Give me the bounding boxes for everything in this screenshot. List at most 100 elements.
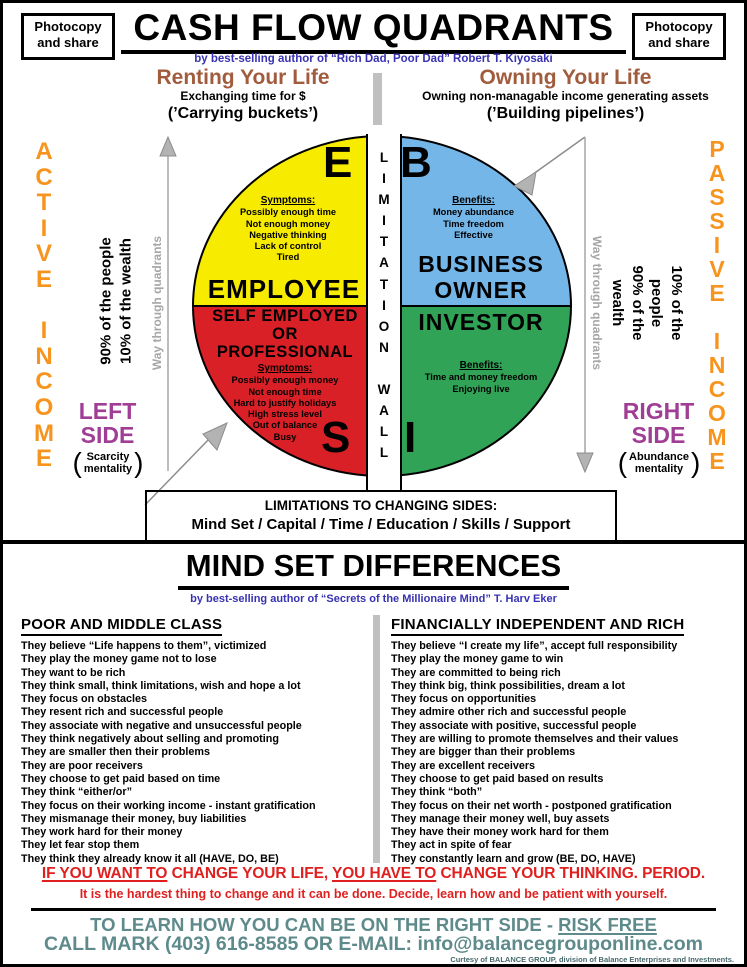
limitation-wall-label: L I M I T A T I O N W A L L [377, 150, 391, 461]
poor-middle-class-list: They believe “Life happens to them”, vic… [21, 640, 377, 866]
up-right-arrow-icon [202, 422, 228, 451]
mindset-subtitle: by best-selling author of “Secrets of th… [190, 593, 557, 605]
mentality-line2: mentality [634, 463, 684, 475]
list-item: They think small, think limitations, wis… [21, 679, 301, 692]
financially-independent-heading: FINANCIALLY INDEPENDENT AND RICH [391, 616, 685, 636]
list-item: Tired [276, 252, 300, 263]
list-title: Benefits: [459, 360, 503, 371]
open-paren: ( [617, 447, 628, 478]
passive-income-label: P A S S I V E I N C O M E [707, 136, 727, 474]
right-way-through-label: Way through quadrants [590, 235, 604, 371]
list-item: They are bigger than their problems [391, 746, 576, 759]
renting-tag: (’Carrying buckets’) [167, 105, 319, 122]
mindset-title: MIND SET DIFFERENCES [177, 548, 570, 590]
footer-contact-line: CALL MARK (403) 616-8585 OR E-MAIL: info… [44, 933, 703, 955]
risk-free-text: RISK FREE [558, 914, 657, 935]
mentality-line2: mentality [83, 463, 133, 475]
page-title: CASH FLOW QUADRANTS [121, 7, 626, 54]
list-item: They act in spite of fear [391, 839, 512, 852]
list-item: They think big, think possibilities, dre… [391, 679, 625, 692]
right-exit-line [528, 136, 586, 178]
photocopy-line1: Photocopy [34, 19, 102, 34]
statement-text-2: CHANGE YOUR THINKING. PERIOD. [436, 865, 706, 882]
owning-sub: Owning non-managable income generating a… [422, 89, 709, 103]
list-item: They are willing to promote themselves a… [391, 733, 679, 746]
footer-divider [31, 908, 716, 911]
list-item: They think “both” [391, 786, 483, 799]
list-item: They let fear stop them [21, 839, 140, 852]
photocopy-line1: Photocopy [645, 19, 713, 34]
self-employed-label: SELF EMPLOYED OR PROFESSIONAL [212, 307, 358, 361]
employee-letter: E [323, 138, 353, 187]
list-item: They choose to get paid based on time [21, 772, 221, 785]
list-item: They resent rich and successful people [21, 706, 224, 719]
page-subtitle: by best-selling author of “Rich Dad, Poo… [194, 53, 553, 65]
list-item: Money abundance [432, 207, 515, 218]
down-left-arrow-icon [512, 170, 537, 196]
list-item: They believe “Life happens to them”, vic… [21, 640, 267, 652]
mindset-title-row: MIND SET DIFFERENCES [3, 548, 744, 590]
left-entry-line [144, 436, 212, 506]
list-item: Busy [273, 431, 297, 442]
list-item: They manage their money well, buy assets [391, 812, 610, 825]
list-item: Possibly enough time [239, 207, 337, 218]
list-item: Not enough time [248, 386, 322, 397]
list-title: Symptoms: [257, 363, 313, 374]
left-way-through-label: Way through quadrants [150, 235, 164, 371]
statement-text-1: CHANGE YOUR LIFE, [167, 865, 332, 882]
abundance-mentality: ( Abundance mentality ) [595, 449, 723, 477]
list-item: Hard to justify holidays [233, 397, 337, 408]
list-item: Not enough money [245, 218, 331, 229]
list-item: They constantly learn and grow (BE, DO, … [391, 852, 636, 865]
list-item: They admire other rich and successful pe… [391, 706, 627, 719]
list-item: They focus on their net worth - postpone… [391, 799, 672, 812]
list-item: They focus on their working income - ins… [21, 799, 316, 812]
list-item: They are excellent receivers [391, 759, 536, 772]
mentality-line1: Scarcity [86, 451, 130, 463]
photocopy-line2: and share [37, 35, 99, 50]
financially-independent-list: They believe “I create my life”, accept … [391, 640, 744, 866]
limitation-wall-strip [366, 132, 402, 490]
mentality-text: Abundance mentality [627, 451, 691, 475]
investor-label: INVESTOR [418, 309, 544, 335]
investor-quadrant-shape [381, 305, 573, 478]
statement-underlined-1: IF YOU WANT TO [41, 865, 168, 882]
list-item: They mismanage their money, buy liabilit… [21, 812, 247, 825]
list-item: They think “either/or” [21, 786, 132, 799]
list-item: They think negatively about selling and … [21, 733, 279, 746]
list-item: Possibly enough money [231, 375, 339, 386]
heading-text: FINANCIALLY INDEPENDENT AND RICH [391, 616, 685, 636]
limitations-title: LIMITATIONS TO CHANGING SIDES: [264, 498, 498, 513]
list-item: They are poor receivers [21, 759, 143, 772]
statement-underlined-2: YOU HAVE TO [331, 865, 437, 882]
self-employed-quadrant-shape [191, 305, 383, 478]
footer-learn-line: TO LEARN HOW YOU CAN BE ON THE RIGHT SID… [3, 914, 744, 936]
owning-tag: (’Building pipelines’) [486, 105, 645, 122]
change-statement-sub: It is the hardest thing to change and it… [79, 887, 668, 901]
business-owner-quadrant-shape [381, 134, 573, 307]
list-item: They want to be rich [21, 666, 126, 679]
footer-credit: Curtesy of BALANCE GROUP, division of Ba… [450, 955, 734, 964]
header-divider [373, 73, 382, 125]
change-statement: IF YOU WANT TO CHANGE YOUR LIFE, YOU HAV… [3, 865, 744, 883]
list-item: They think they already know it all (HAV… [21, 852, 279, 865]
list-item: Lack of control [254, 241, 322, 252]
heading-text: POOR AND MIDDLE CLASS [21, 616, 223, 636]
close-paren: ) [690, 447, 701, 478]
limitations-items: Mind Set / Capital / Time / Education / … [191, 516, 571, 533]
photocopy-box-left: Photocopy and share [21, 13, 115, 60]
list-item: They focus on opportunities [391, 693, 537, 706]
list-item: They work hard for their money [21, 826, 183, 839]
list-item: They choose to get paid based on results [391, 772, 604, 785]
mentality-text: Scarcity mentality [82, 451, 134, 475]
active-income-label: A C T I V E I N C O M E [34, 138, 54, 473]
business-owner-letter: B [400, 138, 432, 187]
section-divider [3, 540, 744, 544]
renting-title: Renting Your Life [156, 66, 330, 89]
